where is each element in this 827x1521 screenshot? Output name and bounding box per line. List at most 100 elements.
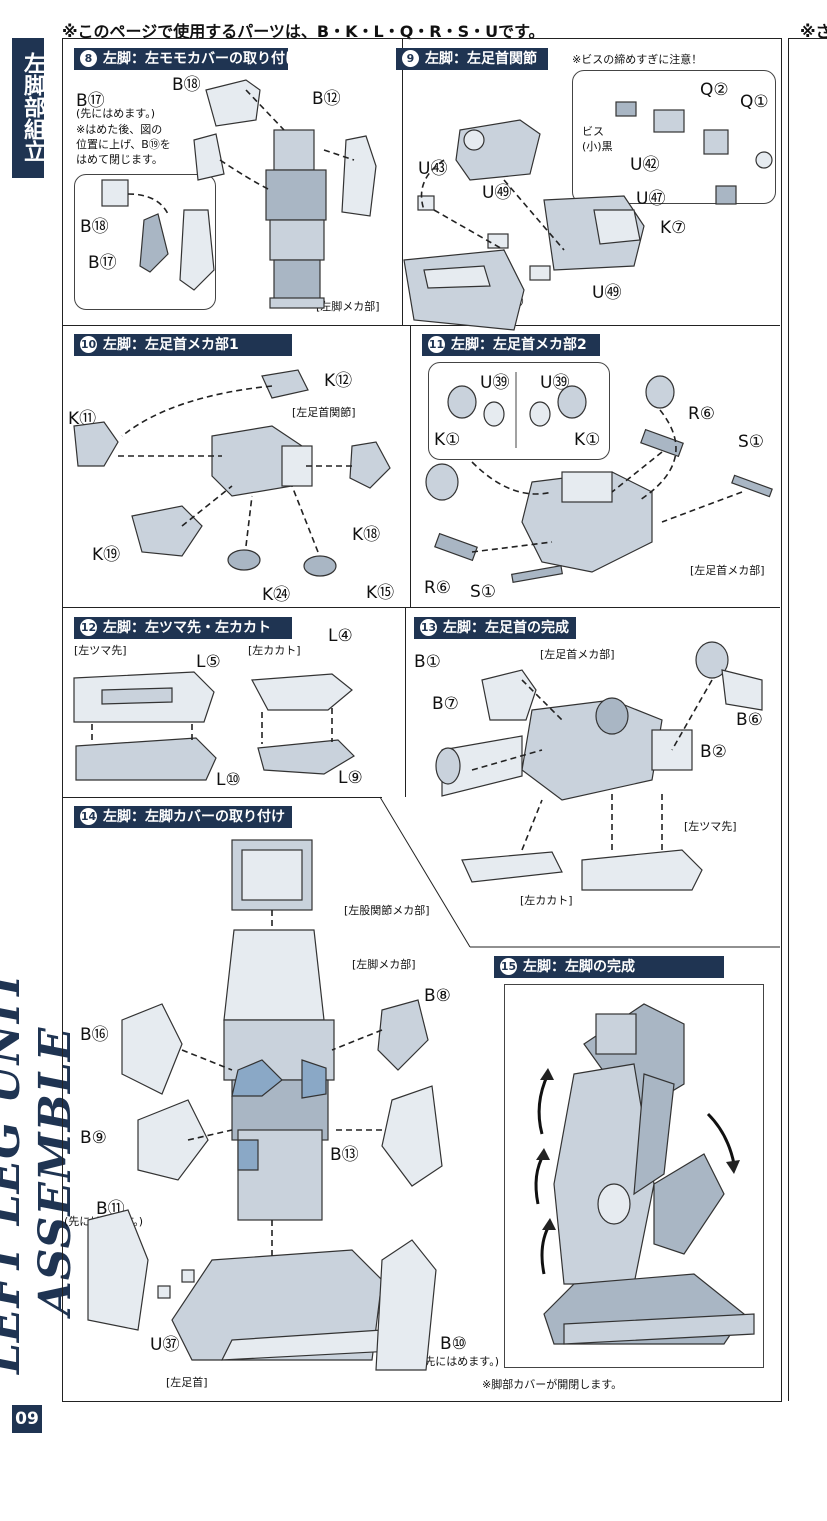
caption: [左ツマ先]	[74, 644, 127, 657]
divider	[62, 797, 382, 798]
step-12-illustration	[73, 671, 355, 781]
part-label: B⑧	[424, 986, 451, 1006]
caption: [左ツマ先]	[684, 820, 737, 833]
part-label: B⑦	[432, 694, 459, 714]
next-page-strip	[788, 38, 827, 1401]
part-label: B⑱	[80, 217, 109, 237]
divider	[410, 325, 411, 607]
part-label: U㊷	[630, 155, 660, 175]
step-number: 13	[420, 619, 437, 636]
parts-note: ※このページで使用するパーツは、B・K・L・Q・R・S・Uです。	[62, 22, 545, 41]
step-9-illustration	[403, 101, 773, 331]
instruction-frame	[62, 38, 782, 1402]
note-instruction: ※はめた後、図の 位置に上げ、B⑲を はめて閉じます。	[76, 123, 171, 166]
caption: [左足首関節]	[292, 406, 356, 419]
part-label: K⑱	[352, 525, 381, 545]
screw-label: ビス (小)黒	[582, 125, 613, 153]
divider	[402, 38, 403, 325]
part-label: B⑩	[440, 1334, 467, 1354]
step-title: 左脚：左足首メカ部2	[451, 337, 587, 353]
divider	[62, 325, 780, 326]
step-13-illustration	[435, 641, 763, 891]
part-label: U㊾	[592, 283, 622, 303]
warning-note: ※ビスの締めすぎに注意！	[572, 53, 703, 66]
step-12-header: 12 左脚：左ツマ先・左カカト	[74, 617, 292, 639]
part-label: B⑱	[172, 75, 201, 95]
caption: [左足首メカ部]	[540, 648, 615, 661]
part-label: K⑲	[92, 545, 121, 565]
part-label: K①	[574, 430, 601, 450]
step-11-illustration	[425, 372, 773, 583]
step-number: 8	[80, 50, 97, 67]
part-label: K⑦	[660, 218, 687, 238]
part-label: K⑮	[366, 583, 395, 603]
step-8-header: 8 左脚：左モモカバーの取り付け	[74, 48, 299, 70]
part-label: R⑥	[424, 578, 452, 598]
part-label: B⑰	[76, 91, 105, 111]
part-label: B②	[700, 742, 727, 762]
part-label: L④	[328, 626, 353, 646]
part-label: B①	[414, 652, 441, 672]
step-number: 10	[80, 336, 97, 353]
part-label: R⑥	[688, 404, 716, 424]
step-14-header: 14 左脚：左脚カバーの取り付け	[74, 806, 292, 828]
part-label: U㊴	[540, 373, 570, 393]
part-label: U㊼	[636, 189, 666, 209]
part-label: U㊾	[482, 183, 512, 203]
step-15-header: 15 左脚：左脚の完成	[494, 956, 724, 978]
step-14-illustration	[87, 839, 443, 1371]
completed-leg-frame	[504, 984, 764, 1368]
divider	[62, 607, 780, 608]
page-number: 09	[12, 1405, 42, 1433]
step-number: 14	[80, 808, 97, 825]
open-close-note: ※脚部カバーが開閉します。	[482, 1378, 623, 1391]
part-label: K㉔	[262, 585, 291, 605]
part-label: B⑥	[736, 710, 763, 730]
caption: [左足首]	[166, 1376, 208, 1389]
caption: [左脚メカ部]	[352, 958, 416, 971]
step-title: 左脚：左足首の完成	[443, 620, 569, 636]
part-label: K⑫	[324, 371, 353, 391]
part-label: S①	[470, 582, 497, 602]
screw-inset	[572, 70, 776, 204]
step-number: 15	[500, 958, 517, 975]
caption: [左カカト]	[248, 644, 301, 657]
part-label: B⑯	[80, 1025, 109, 1045]
part-label: B⑰	[88, 253, 117, 273]
step-title: 左脚：左ツマ先・左カカト	[103, 620, 271, 636]
note-first: (先にはめます。)	[76, 107, 155, 120]
section-title-block	[12, 38, 44, 178]
step-title: 左脚：左脚カバーの取り付け	[103, 809, 285, 825]
step-8-illustration	[101, 79, 377, 309]
step-title: 左脚：左足首メカ部1	[103, 337, 239, 353]
step-13-header: 13 左脚：左足首の完成	[414, 617, 576, 639]
step-number: 12	[80, 619, 97, 636]
step-title: 左脚：左脚の完成	[523, 959, 635, 975]
caption: [左カカト]	[520, 894, 573, 907]
part-label: B⑬	[330, 1145, 359, 1165]
part-label: K①	[434, 430, 461, 450]
step-title: 左脚：左モモカバーの取り付け	[103, 51, 299, 67]
part-label: U㊴	[480, 373, 510, 393]
section-title: 左脚部組立	[20, 52, 45, 162]
part-label: L⑤	[196, 652, 221, 672]
sidebar: 左脚部組立 LEFT LEG UNIT ASSEMBLE 09	[0, 0, 81, 1440]
step-10-header: 10 左脚：左足首メカ部1	[74, 334, 292, 356]
next-page-fragment: ※さ	[800, 22, 827, 41]
caption: [左股関節メカ部]	[344, 904, 430, 917]
part-label: B⑨	[80, 1128, 107, 1148]
part-label: Q①	[740, 92, 769, 112]
part-label: B⑫	[312, 89, 341, 109]
completed-leg-illustration	[534, 1003, 755, 1345]
part-label: L⑨	[338, 768, 363, 788]
step-number: 9	[402, 50, 419, 67]
part-label: U㊲	[150, 1335, 180, 1355]
step-10-illustration	[73, 369, 391, 577]
divider	[405, 607, 406, 797]
caption: [左脚メカ部]	[316, 300, 380, 313]
part-label: L⑩	[216, 770, 241, 790]
diagonal-divider	[379, 796, 780, 948]
part-label: Q②	[700, 80, 729, 100]
